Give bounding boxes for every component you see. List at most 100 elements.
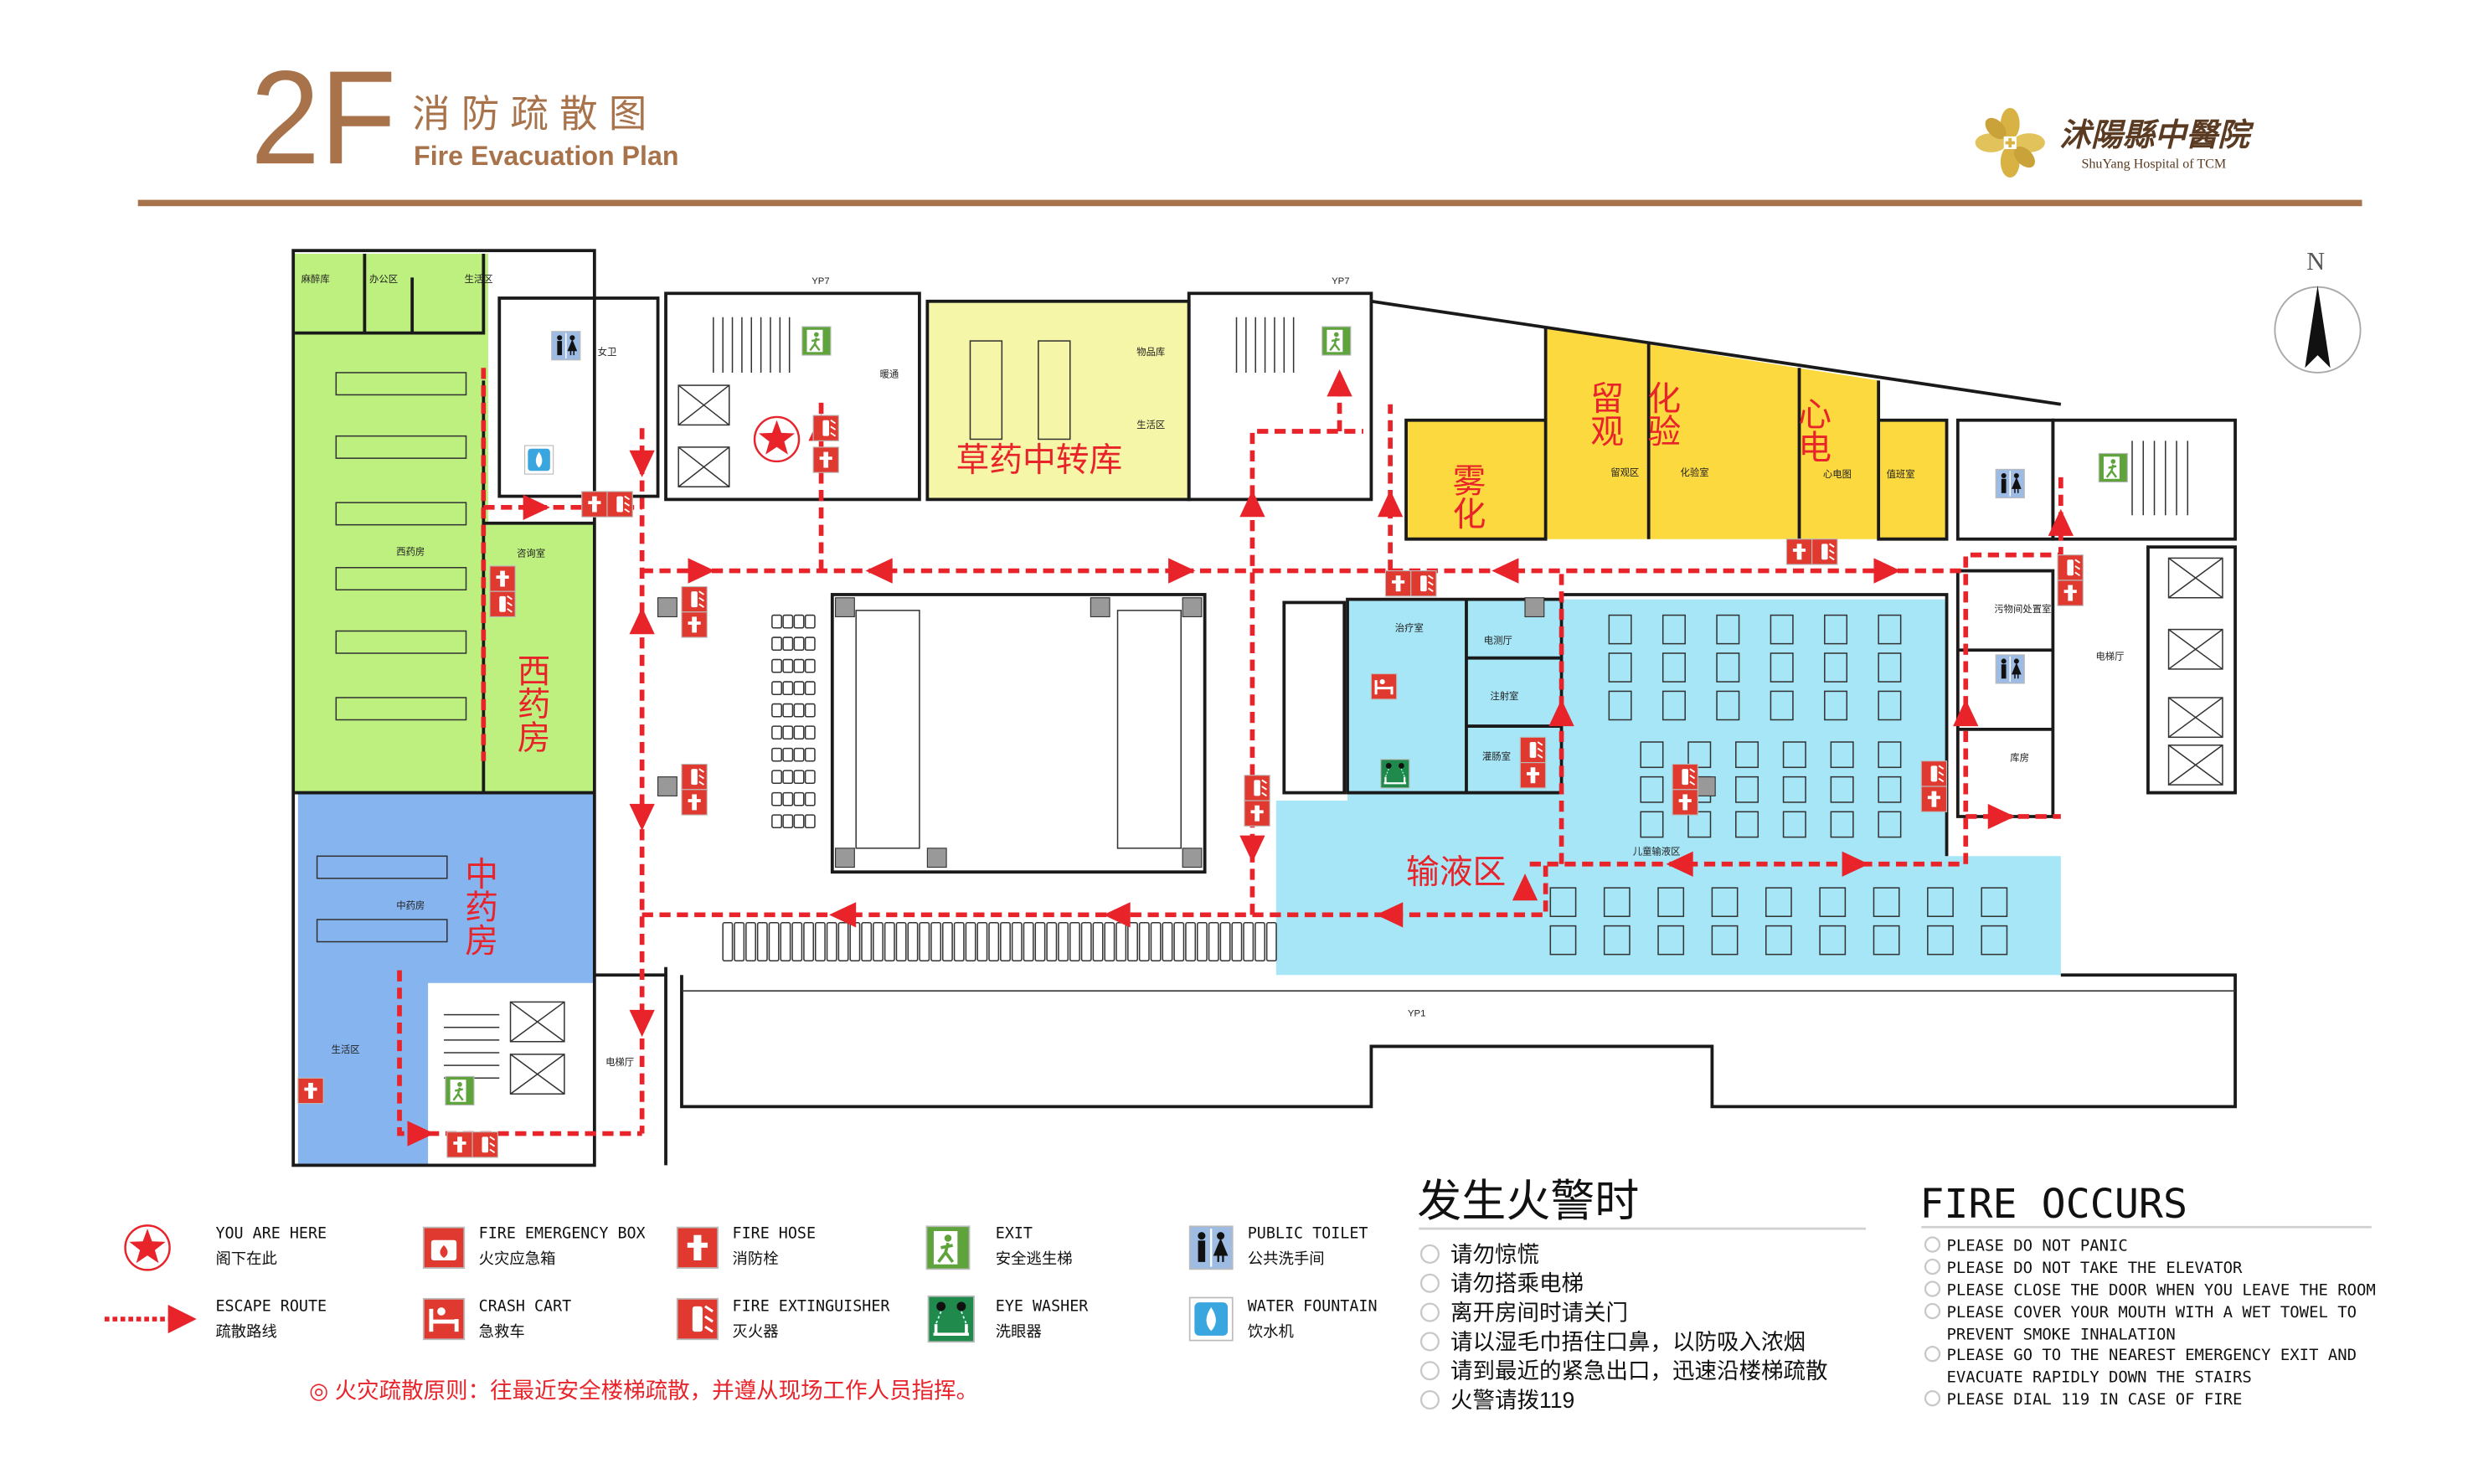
instruction-item: 离开房间时请关门: [1450, 1301, 1628, 1326]
infusion-seat: [1873, 925, 1900, 956]
infusion-seat: [1603, 925, 1631, 956]
infusion-seat: [1640, 741, 1664, 769]
public-toilet-icon: [1995, 653, 2026, 684]
bullet-icon: [1419, 1302, 1440, 1322]
seat: [793, 770, 805, 784]
north-compass: N: [2274, 247, 2362, 374]
infusion-seat: [1878, 690, 1902, 721]
zone-tcm-pharmacy: [297, 792, 595, 1166]
room-label: YP7: [1332, 276, 1349, 286]
escalator-east: [1116, 610, 1182, 849]
legend-label-en: WATER FOUNTAIN: [1248, 1298, 1378, 1316]
room-label: 物品库: [1136, 346, 1165, 358]
seat: [804, 814, 816, 828]
seat: [814, 922, 826, 961]
stairs: [444, 317, 2189, 1080]
infusion-seat: [1716, 690, 1740, 721]
route-arrow-icon: [1492, 558, 1519, 584]
seat: [988, 922, 1000, 961]
legend-label-cn: 急救车: [479, 1323, 525, 1341]
room-label: 心电图: [1823, 469, 1852, 480]
seat: [1058, 922, 1069, 961]
seat: [1104, 922, 1115, 961]
infusion-seat: [1878, 614, 1902, 645]
fire-hose-icon: [447, 1132, 472, 1157]
crash-cart-icon: [1371, 674, 1396, 699]
bullet-icon: [1924, 1236, 1941, 1253]
seat: [782, 770, 794, 784]
fire-hose-icon: [298, 1078, 323, 1103]
seat: [826, 922, 837, 961]
instruction-line: PLEASE CLOSE THE DOOR WHEN YOU LEAVE THE…: [1947, 1281, 2376, 1300]
seat: [791, 922, 803, 961]
seat: [930, 922, 942, 961]
logo-name-cn: 沭陽縣中醫院: [2059, 118, 2254, 153]
fire-hose-icon: [582, 492, 607, 517]
water-fountain-icon: [1188, 1296, 1234, 1342]
instruction-item: 请勿惊慌: [1450, 1242, 1539, 1267]
eye-washer-icon: [926, 1294, 976, 1344]
legend-label-cn: 消防栓: [733, 1250, 779, 1268]
seat: [804, 614, 816, 629]
north-label: N: [2306, 247, 2325, 276]
zone-label-tcm-pharmacy: 中药房: [461, 856, 497, 956]
room-label: 电梯厅: [2095, 652, 2124, 662]
seat: [965, 922, 976, 961]
seat: [793, 747, 805, 762]
waiting-seats: [722, 614, 1277, 961]
route-segment: [397, 970, 642, 1136]
fire-extinguisher-icon: [1672, 765, 1698, 790]
infusion-seat: [1662, 614, 1686, 645]
exit-icon: [444, 1075, 476, 1106]
infusion-seat: [1711, 887, 1739, 917]
fire-hose-icon: [1520, 763, 1545, 788]
infusion-seat: [1830, 741, 1854, 769]
zone-label-lab: 化验: [1643, 380, 1680, 447]
yellow-rooms-walls: [1404, 327, 1949, 541]
infusion-seat: [1878, 741, 1902, 769]
infusion-seat: [1640, 811, 1664, 838]
exit-icon: [801, 325, 832, 357]
seat: [1011, 922, 1023, 961]
room-label: 灌肠室: [1482, 750, 1511, 762]
seat: [804, 703, 816, 718]
infusion-seat: [1782, 811, 1806, 838]
bullet-icon: [1419, 1390, 1440, 1410]
fire-hose-icon: [813, 447, 838, 472]
seat: [1185, 922, 1197, 961]
infusion-seat: [1824, 690, 1848, 721]
seat: [941, 922, 953, 961]
zone-label-observation: 留观: [1586, 380, 1623, 447]
seat: [861, 922, 873, 961]
infusion-seat: [1819, 887, 1847, 917]
legend-label-en: EYE WASHER: [996, 1298, 1089, 1316]
legend-label-cn: 公共洗手间: [1248, 1250, 1325, 1268]
hospital-logo: 沭陽縣中醫院 ShuYang Hospital of TCM: [1975, 107, 2254, 178]
zone-infusion: [1275, 599, 2061, 976]
room-label: 化验室: [1681, 466, 1709, 478]
fire-extinguisher-icon: [682, 586, 707, 611]
instruction-item: 请勿搭乘电梯: [1450, 1271, 1584, 1296]
zone-label-ecg: 心电: [1794, 396, 1831, 462]
room-label: 中药房: [396, 900, 425, 911]
title-cn: 消防疏散图: [412, 93, 657, 136]
infusion-seat: [1830, 775, 1854, 803]
you-are-here-icon: [753, 415, 801, 463]
seat: [1173, 922, 1185, 961]
legend-label-cn: 洗眼器: [996, 1323, 1042, 1341]
infusion-seat: [1687, 811, 1712, 838]
fire-extinguisher-icon: [1411, 571, 1436, 596]
infusion-seat: [1603, 887, 1631, 917]
infusion-seat: [1711, 925, 1739, 956]
infusion-seat: [1608, 690, 1632, 721]
instruction-line: PLEASE COVER YOUR MOUTH WITH A WET TOWEL…: [1947, 1303, 2357, 1322]
legend-label-cn: 阁下在此: [215, 1250, 276, 1268]
seat: [976, 922, 988, 961]
seat: [782, 614, 794, 629]
infusion-seat: [1608, 652, 1632, 683]
fire-extinguisher-icon: [472, 1132, 497, 1157]
seat: [804, 791, 816, 806]
infusion-seat: [1770, 690, 1794, 721]
route-arrow-icon: [1987, 803, 2015, 830]
room-label: 库房: [2010, 752, 2029, 764]
